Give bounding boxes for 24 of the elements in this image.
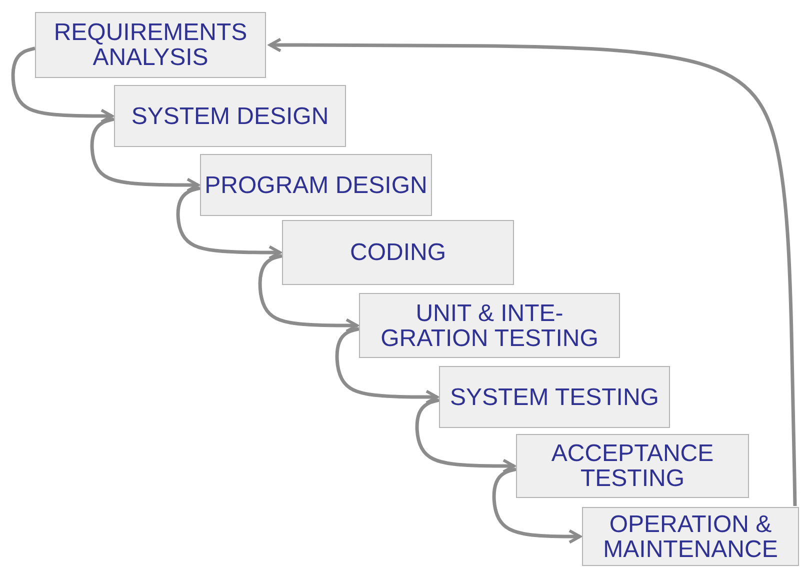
curved-arrow — [11, 46, 114, 124]
step-label: PROGRAM DESIGN — [204, 172, 428, 198]
step-label: UNIT & INTE- GRATION TESTING — [380, 300, 600, 350]
curved-arrow — [335, 327, 438, 404]
curved-arrow — [415, 398, 516, 474]
process-box — [35, 12, 266, 78]
process-box — [359, 293, 620, 358]
curved-arrow — [90, 117, 200, 192]
process-box — [582, 507, 799, 566]
curved-arrow — [176, 186, 282, 260]
process-box — [200, 154, 432, 216]
curved-arrow — [268, 38, 797, 506]
step-label: SYSTEM DESIGN — [131, 104, 329, 128]
step-label: OPERATION & MAINTENANCE — [602, 512, 779, 562]
process-box — [282, 220, 514, 285]
step-label: REQUIREMENTS ANALYSIS — [52, 20, 248, 70]
process-box — [439, 366, 670, 428]
curved-arrow — [492, 468, 582, 544]
step-label: SYSTEM TESTING — [450, 384, 659, 410]
step-label: CODING — [350, 240, 446, 265]
process-box — [516, 434, 749, 498]
curved-arrow — [258, 254, 358, 333]
process-box — [114, 85, 346, 147]
step-label: ACCEPTANCE TESTING — [550, 441, 715, 491]
